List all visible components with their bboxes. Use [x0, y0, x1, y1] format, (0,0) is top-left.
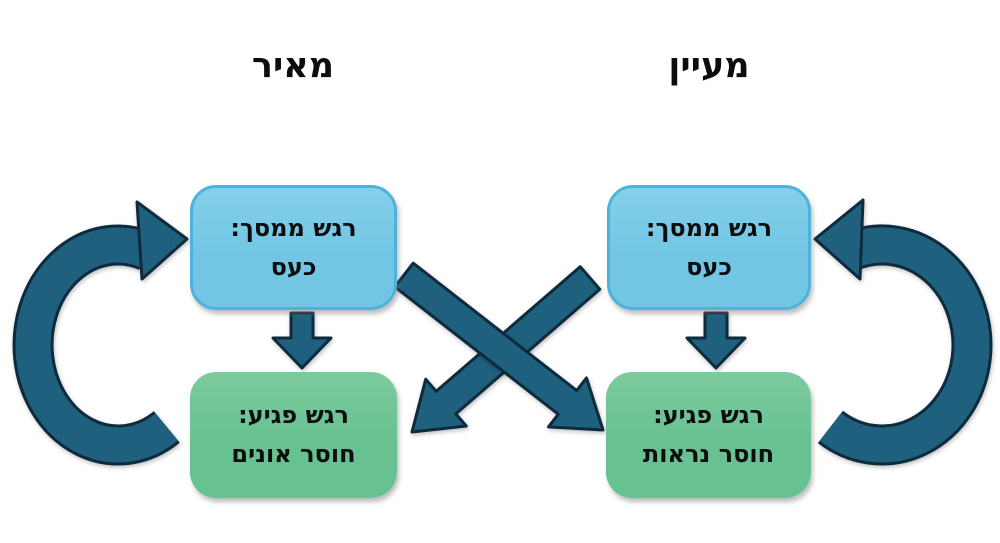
screen-emotion-left-line2: כעס — [270, 252, 317, 281]
screen-emotion-box-right: רגש ממסך: כעס — [607, 185, 811, 310]
vulnerable-emotion-right-line1: רגש פגיע: — [653, 401, 764, 430]
down-arrow-left-icon — [271, 311, 333, 370]
screen-emotion-left-line1: רגש ממסך: — [230, 213, 357, 242]
column-title-meir: מאיר — [251, 46, 335, 86]
vulnerable-emotion-box-left: רגש פגיע: חוסר אונים — [190, 372, 397, 498]
column-title-maayan: מעיין — [668, 46, 750, 86]
screen-emotion-right-line2: כעס — [686, 252, 732, 281]
cross-arrow-right-to-left-icon — [410, 265, 602, 434]
vulnerable-emotion-left-line2: חוסר אונים — [231, 440, 356, 468]
vulnerable-emotion-right-line2: חוסר נראות — [642, 440, 775, 468]
vulnerable-emotion-left-line1: רגש פגיע: — [238, 401, 349, 430]
cycle-arrow-left-icon — [12, 200, 189, 466]
screen-emotion-box-left: רגש ממסך: כעס — [190, 185, 397, 310]
vulnerable-emotion-box-right: רגש פגיע: חוסר נראות — [606, 372, 811, 498]
screen-emotion-right-line1: רגש ממסך: — [645, 213, 773, 242]
cycle-arrow-right-icon — [813, 198, 993, 466]
cross-arrow-left-to-right-icon — [393, 261, 605, 432]
down-arrow-right-icon — [685, 311, 747, 370]
